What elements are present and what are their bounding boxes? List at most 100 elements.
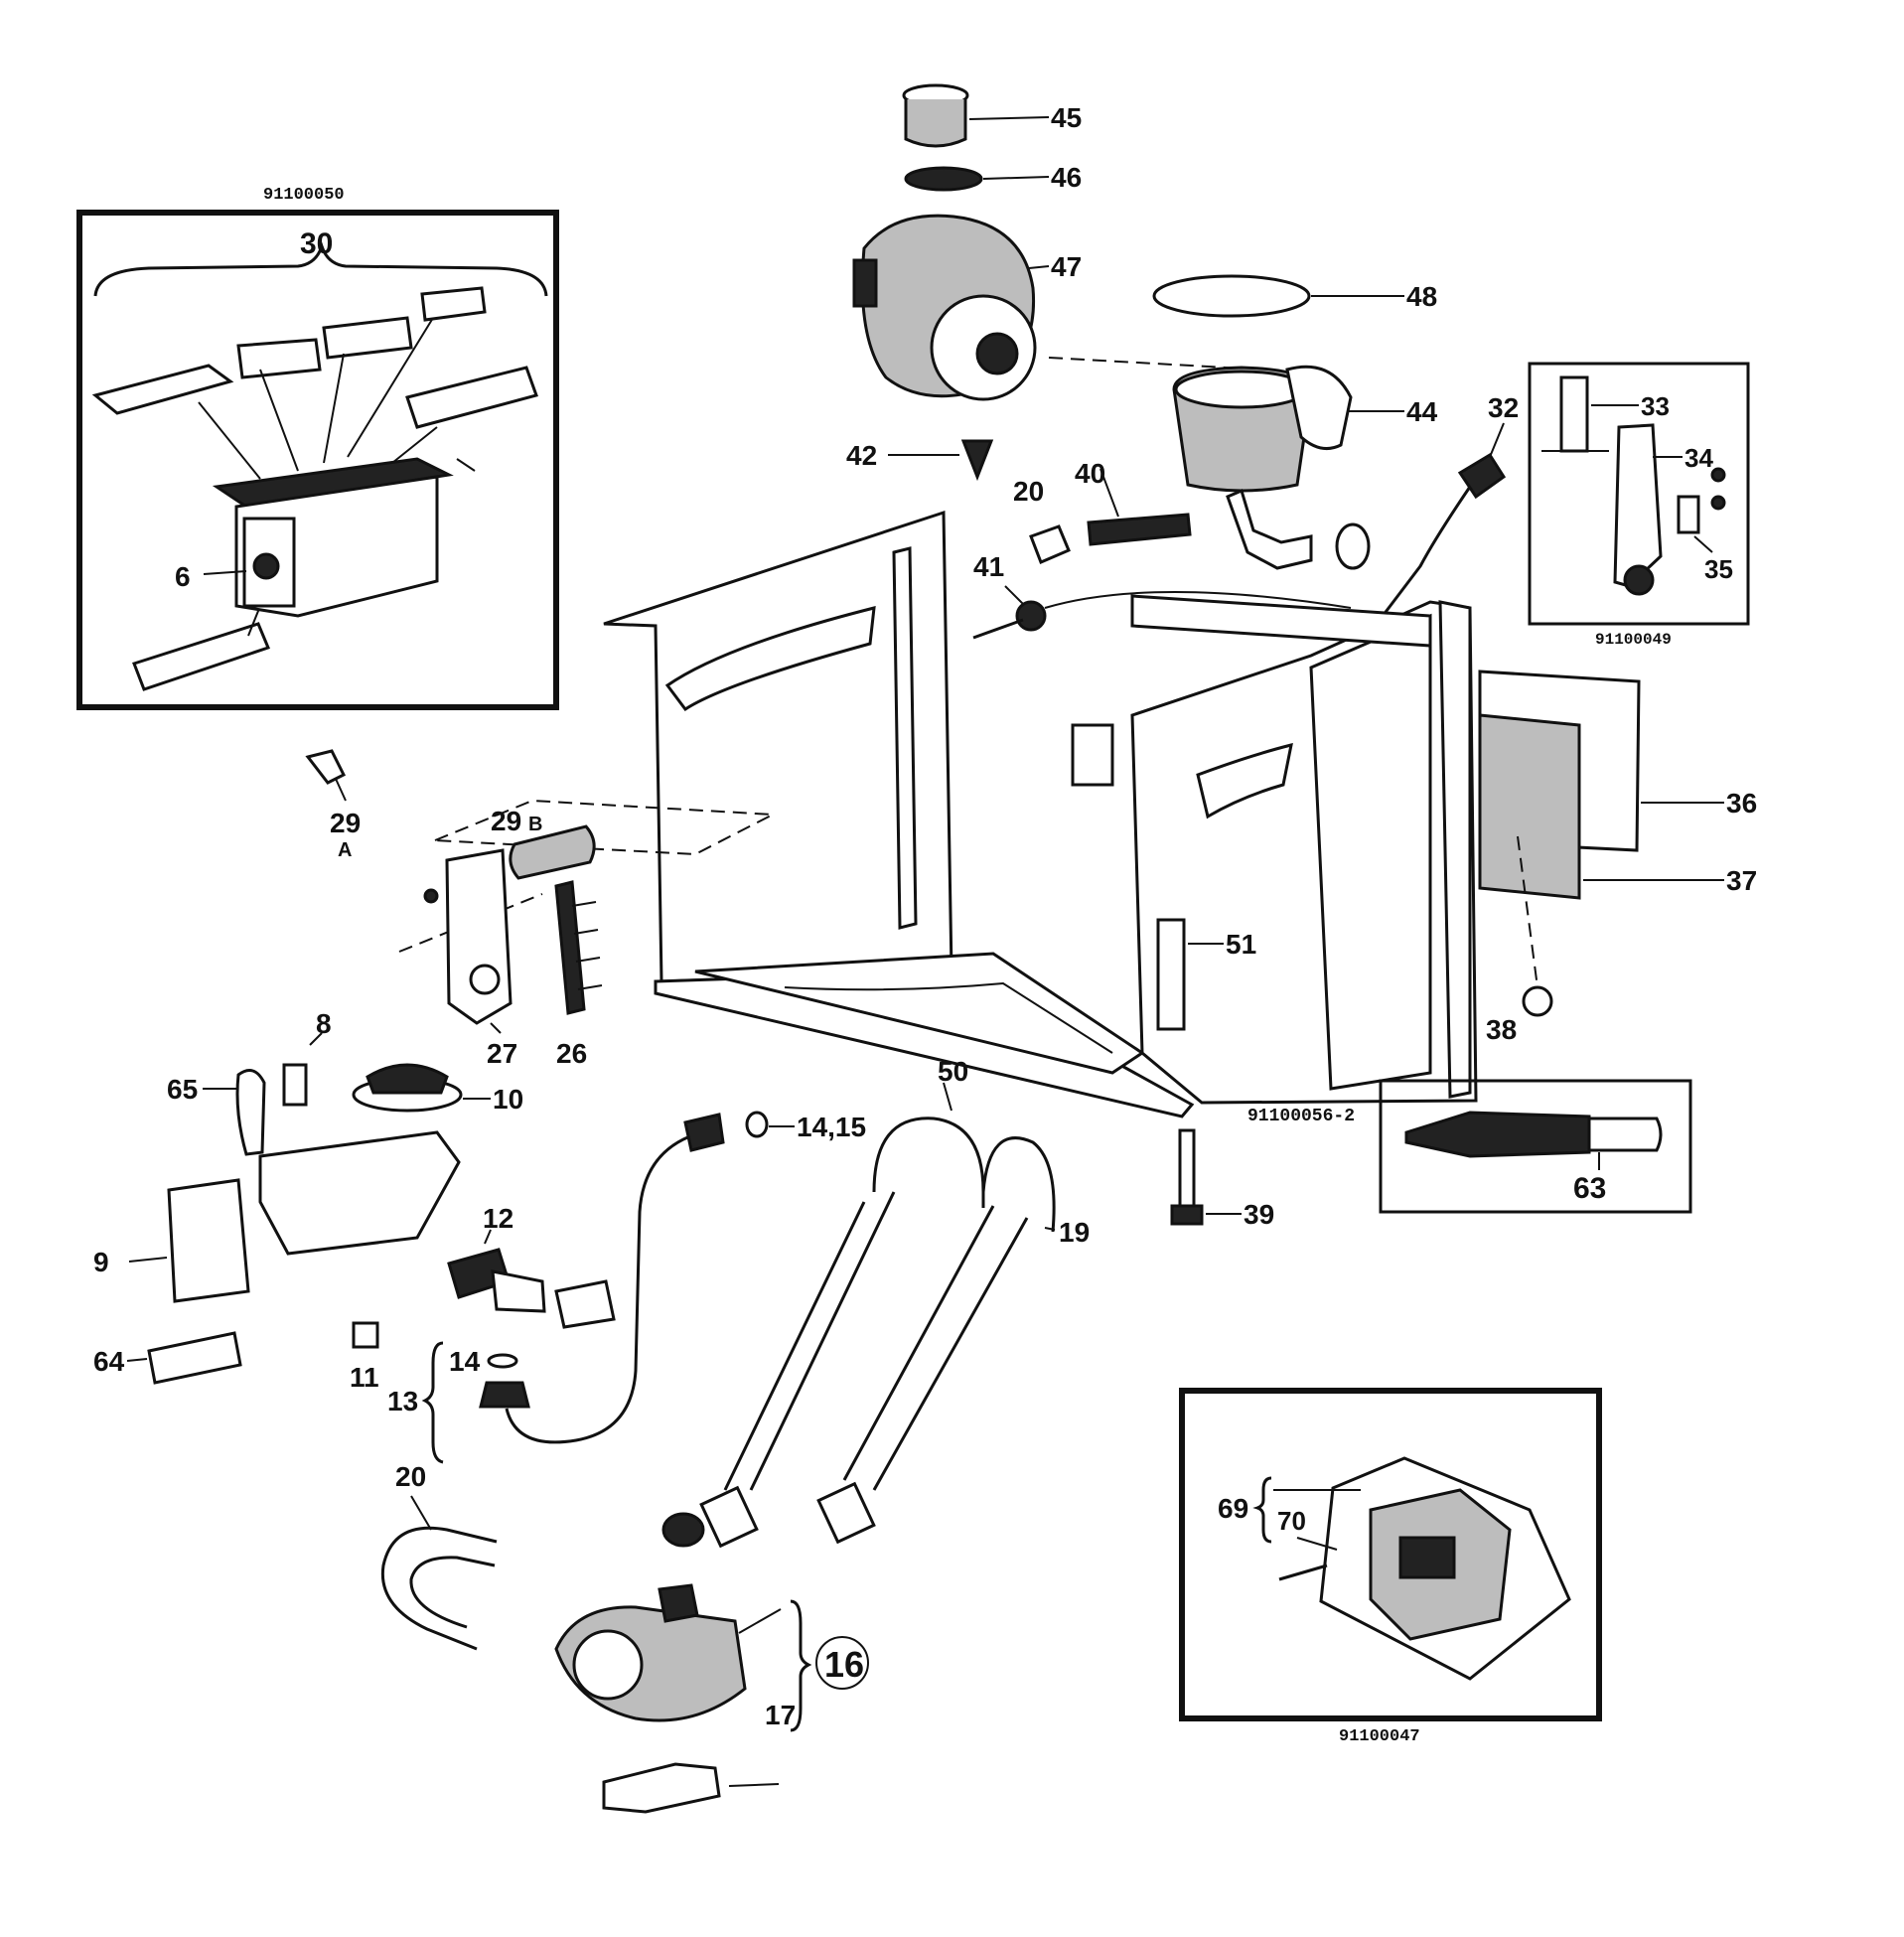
callout-41: 41 <box>973 551 1004 582</box>
part-32-cord <box>1369 486 1472 633</box>
part-19-hose-run-b <box>872 1217 1029 1491</box>
part-32-strain-relief <box>1335 522 1371 570</box>
part-17-pump-inlet <box>572 1629 644 1701</box>
leader-9 <box>128 1257 168 1263</box>
water-inlet-group: 65 8 10 9 64 11 12 14 13 14,1 <box>93 1008 866 1464</box>
drain-pump-group: 20 16 17 <box>380 1461 869 1814</box>
part-20-sleeve-top <box>1029 524 1071 564</box>
leader-16 <box>738 1608 782 1634</box>
leader-47 <box>1028 265 1050 269</box>
callout-20-bottom: 20 <box>395 1461 426 1492</box>
part-69-coil <box>1398 1536 1456 1579</box>
callout-47: 47 <box>1051 251 1082 282</box>
callout-51: 51 <box>1226 929 1256 960</box>
callout-46: 46 <box>1051 162 1082 193</box>
part-27-bracket <box>445 848 513 1025</box>
heater-group: 20 40 41 <box>972 458 1352 640</box>
part-47-impeller-hub <box>975 332 1019 375</box>
part-26-pins <box>571 901 603 990</box>
part-64-cover <box>147 1331 242 1385</box>
connector-strip-right <box>405 366 538 429</box>
ref-code-91100049: 91100049 <box>1595 631 1672 649</box>
part-33-bracket <box>1559 375 1589 453</box>
frame-back-panel <box>1309 613 1432 1091</box>
frame-top-rail <box>1130 594 1432 648</box>
callout-69: 69 <box>1218 1493 1248 1524</box>
part-35-plate <box>1677 495 1700 534</box>
part-26-terminal-block <box>554 880 586 1015</box>
part-40-thermostat <box>1087 513 1192 546</box>
part-39-bolt-shank <box>1178 1128 1196 1214</box>
drain-pump-screw <box>728 1783 780 1787</box>
leader-6 <box>203 570 247 575</box>
callout-26: 26 <box>556 1038 587 1069</box>
part-19-end-fitting <box>816 1481 876 1545</box>
callout-14: 14 <box>449 1346 481 1377</box>
leader-70 <box>1296 1537 1338 1551</box>
inset-frame-right <box>1528 362 1750 626</box>
ref-code-91100047: 91100047 <box>1339 1727 1420 1746</box>
leader-20-bottom <box>410 1495 432 1531</box>
callout-44: 44 <box>1406 396 1438 427</box>
part-41-grommet <box>1015 600 1047 632</box>
part-20-bottom-hose-outer <box>380 1526 498 1651</box>
connector-strip-left <box>91 364 234 415</box>
part-34-roller <box>1623 564 1655 596</box>
inset-frame <box>76 210 559 710</box>
part-9-plate <box>167 1178 250 1303</box>
frame-base-channel <box>784 981 1113 1054</box>
leader-35 <box>1693 535 1713 553</box>
frame-left-handle <box>664 606 876 712</box>
part-27-screw <box>423 888 439 904</box>
part-17-pump-outlet <box>658 1583 699 1623</box>
part-47-terminal <box>852 258 878 308</box>
part-65-spring <box>235 1069 266 1156</box>
callout-29b-sub: B <box>528 814 542 835</box>
part-48-seal-ring <box>1152 274 1311 318</box>
part-45-cap <box>904 99 967 148</box>
inlet-mount-bracket <box>258 1130 461 1256</box>
part-12-valve-outlet <box>491 1269 546 1313</box>
part-19-hose-run-a <box>842 1205 995 1481</box>
inset-control-unit: 91100050 30 6 <box>76 186 559 710</box>
callout-36: 36 <box>1726 788 1757 819</box>
frame-right-post <box>1438 600 1472 1099</box>
part-35-screw-a <box>1710 467 1726 483</box>
part-41-probe <box>972 618 1024 640</box>
callout-29a: 29 <box>330 808 361 838</box>
frame-mount-bracket <box>1071 723 1114 787</box>
leader-32 <box>1489 422 1505 458</box>
callout-38: 38 <box>1486 1014 1517 1045</box>
ref-code-91100056-2: 91100056-2 <box>1247 1107 1355 1126</box>
callout-32: 32 <box>1488 392 1519 423</box>
drain-pump-clamp <box>661 1512 705 1548</box>
brace-69 <box>1252 1476 1272 1544</box>
callout-45: 45 <box>1051 102 1082 133</box>
brace-13 <box>421 1341 444 1464</box>
drain-hoses-group: 50 19 <box>699 1056 1090 1549</box>
part-70-pin <box>1278 1564 1328 1581</box>
part-20-bottom-hose-inner <box>409 1556 496 1629</box>
callout-27: 27 <box>487 1038 517 1069</box>
control-knob <box>252 552 280 580</box>
callout-29a-sub: A <box>338 839 352 861</box>
power-cord-group: 32 <box>1335 392 1519 633</box>
part-13-nut <box>479 1381 530 1409</box>
callout-13: 13 <box>387 1386 418 1416</box>
inset-transformer: 69 70 91100047 <box>1179 1388 1602 1746</box>
part-46-clamp <box>904 166 983 192</box>
part-35-screw-b <box>1710 495 1726 511</box>
part-39-bolt-head <box>1170 1204 1204 1226</box>
leader-12 <box>484 1229 492 1245</box>
part-51-slide <box>1156 918 1186 1031</box>
callout-10: 10 <box>493 1084 523 1115</box>
part-10-pressure-switch-top <box>366 1063 449 1095</box>
callout-64: 64 <box>93 1346 125 1377</box>
capacitor-group: 29 A 29 B 27 26 <box>305 749 603 1069</box>
part-63-handle <box>1404 1111 1591 1158</box>
leader-40 <box>1099 468 1119 518</box>
part-44-sump-pipe <box>1226 488 1313 570</box>
callout-6: 6 <box>175 561 191 592</box>
inset-tool: 63 <box>1379 1079 1692 1214</box>
callout-12: 12 <box>483 1203 513 1234</box>
